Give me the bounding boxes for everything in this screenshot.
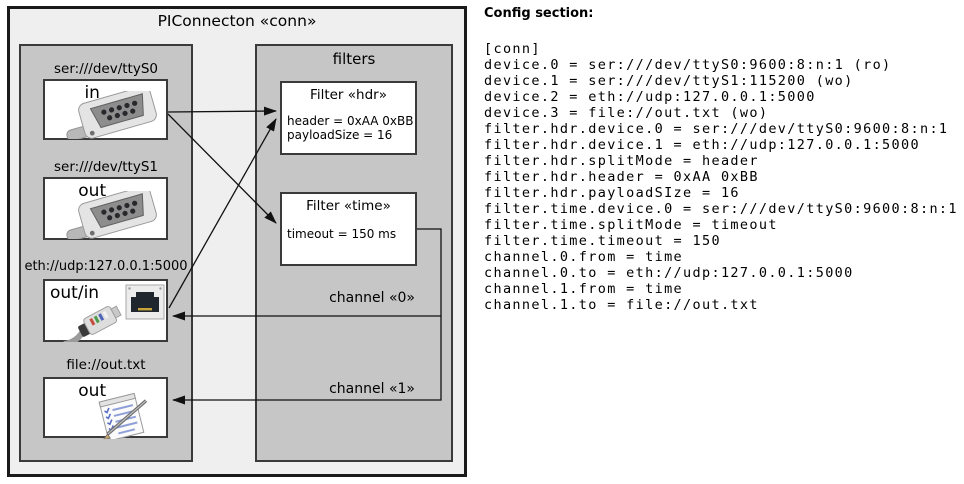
config-line: filter.time.device.0 = ser:///dev/ttyS0:… [484, 201, 958, 217]
piconnector-diagram: PIConnecton «conn» ser:///dev/ttyS0 in [7, 6, 467, 477]
config-line: channel.1.to = file://out.txt [484, 297, 759, 313]
filter-hdr-title: Filter «hdr» [310, 87, 387, 103]
device-direction: in [84, 83, 100, 103]
config-line: filter.time.splitMode = timeout [484, 217, 778, 233]
config-line: filter.hdr.device.0 = ser:///dev/ttyS0:9… [484, 121, 949, 137]
device-card-ttys1: out [43, 177, 168, 240]
config-line: device.3 = file://out.txt (wo) [484, 105, 769, 121]
config-section: Config section: [conn] device.0 = ser://… [484, 0, 964, 484]
channel-0-label: channel «0» [329, 290, 415, 306]
device-label-file: file://out.txt [66, 357, 146, 373]
config-line: filter.time.timeout = 150 [484, 233, 721, 249]
device-direction: out [78, 381, 107, 401]
config-line: channel.1.from = time [484, 281, 684, 297]
filter-hdr-box: Filter «hdr» header = 0xAA 0xBB payloadS… [280, 81, 417, 155]
device-card-eth: out/in [43, 279, 168, 342]
filters-panel-title: filters [332, 50, 376, 68]
filter-time-prop-timeout: timeout = 150 ms [287, 227, 397, 241]
config-line: channel.0.to = eth://udp:127.0.0.1:5000 [484, 265, 854, 281]
device-direction: out/in [50, 283, 100, 303]
serial-connector-icon [66, 91, 157, 139]
config-line: filter.hdr.device.1 = eth://udp:127.0.0.… [484, 137, 920, 153]
device-label-eth: eth://udp:127.0.0.1:5000 [24, 259, 188, 274]
config-line: device.1 = ser:///dev/ttyS1:115200 (wo) [484, 73, 854, 89]
devices-panel: ser:///dev/ttyS0 in [19, 44, 193, 462]
filter-hdr-prop-header: header = 0xAA 0xBB [287, 114, 414, 128]
serial-connector-icon [66, 191, 157, 239]
filter-hdr-prop-payloadsize: payloadSize = 16 [287, 128, 393, 142]
notepad-icon [98, 392, 148, 439]
device-label-ttys1: ser:///dev/ttyS1 [54, 159, 158, 175]
device-card-file: out [43, 377, 168, 439]
device-card-ttys0: in [43, 79, 168, 140]
filter-time-box: Filter «time» timeout = 150 ms [280, 192, 417, 266]
filter-time-title: Filter «time» [306, 198, 391, 214]
config-lines: [conn] device.0 = ser:///dev/ttyS0:9600:… [484, 41, 958, 313]
config-line: filter.hdr.header = 0xAA 0xBB [484, 169, 759, 185]
config-line: device.2 = eth://udp:127.0.0.1:5000 [484, 89, 816, 105]
config-line: filter.hdr.splitMode = header [484, 153, 759, 169]
config-line: filter.hdr.payloadSIze = 16 [484, 185, 740, 201]
ethernet-jack-icon [125, 284, 165, 320]
config-line: device.0 = ser:///dev/ttyS0:9600:8:n:1 (… [484, 57, 892, 73]
filters-panel: filters Filter «hdr» header = 0xAA 0xBB … [255, 44, 453, 462]
diagram-title: PIConnecton «conn» [157, 12, 317, 30]
device-label-ttys0: ser:///dev/ttyS0 [54, 61, 158, 77]
config-line: channel.0.from = time [484, 249, 684, 265]
channel-1-label: channel «1» [329, 381, 415, 397]
config-heading: Config section: [484, 6, 594, 21]
ethernet-plug-icon [63, 305, 122, 342]
device-direction: out [78, 181, 107, 201]
config-line: [conn] [484, 41, 541, 57]
